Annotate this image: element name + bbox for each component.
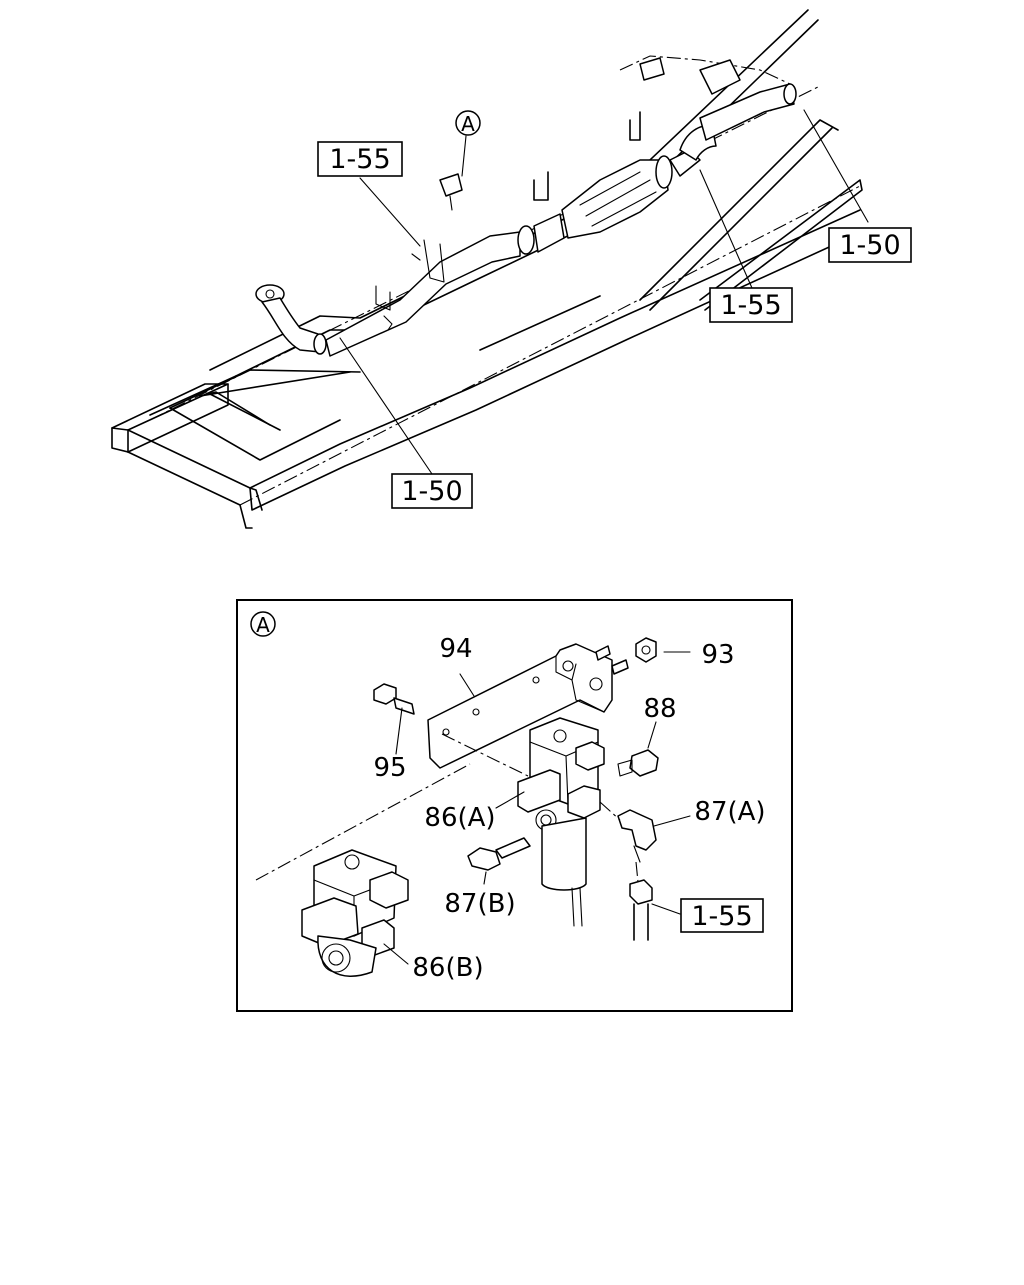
exhaust-joint-front bbox=[313, 333, 327, 355]
solenoid-valve-86a bbox=[517, 717, 605, 927]
fitting-88 bbox=[617, 749, 659, 777]
catalytic-converter bbox=[561, 159, 669, 239]
exhaust-pipe-assembly bbox=[255, 55, 797, 357]
ref-upper-right[interactable]: 1-50 bbox=[828, 227, 912, 263]
ref-upper-left[interactable]: 1-55 bbox=[317, 141, 403, 177]
callout-87a: 87(A) bbox=[694, 797, 765, 827]
valve-bracket-location bbox=[439, 173, 463, 197]
callout-88: 88 bbox=[643, 694, 676, 724]
ref-lower-left[interactable]: 1-50 bbox=[391, 473, 473, 509]
overview-detail-marker: A bbox=[455, 110, 481, 136]
alignment-line-pipe bbox=[635, 861, 639, 883]
chassis-frame bbox=[111, 9, 863, 529]
muffler-tube bbox=[699, 83, 795, 141]
ref-upper-right-label: 1-50 bbox=[839, 230, 900, 261]
pipe-fitting-lower bbox=[629, 879, 653, 941]
ref-mid-right-label: 1-55 bbox=[720, 290, 781, 321]
alignment-line-bracket bbox=[441, 733, 529, 777]
exhaust-joint-mid bbox=[517, 225, 535, 255]
bolt-95 bbox=[373, 683, 415, 715]
elbow-fitting-87a bbox=[617, 809, 657, 863]
overview-leaders bbox=[339, 109, 869, 475]
solenoid-valve-86b bbox=[301, 849, 409, 977]
overview-detail-marker-label: A bbox=[461, 112, 475, 136]
callout-87b: 87(B) bbox=[444, 889, 515, 919]
bracket-94 bbox=[427, 643, 613, 769]
detail-leaders bbox=[383, 651, 691, 965]
callout-86b: 86(B) bbox=[412, 953, 483, 983]
callout-94: 94 bbox=[439, 634, 472, 664]
callout-93: 93 bbox=[701, 640, 734, 670]
ref-upper-left-label: 1-55 bbox=[329, 144, 390, 175]
callout-95: 95 bbox=[373, 753, 406, 783]
ref-mid-right[interactable]: 1-55 bbox=[709, 287, 793, 323]
detail-a-marker: A bbox=[250, 611, 276, 637]
alignment-line-87a bbox=[599, 801, 621, 821]
alignment-line-86b bbox=[255, 763, 471, 881]
ref-detail-1-55[interactable]: 1-55 bbox=[680, 898, 764, 933]
fitting-87b bbox=[467, 837, 531, 871]
detail-a-marker-label: A bbox=[256, 613, 270, 637]
ref-detail-1-55-label: 1-55 bbox=[691, 901, 752, 932]
callout-86a: 86(A) bbox=[424, 803, 495, 833]
ref-lower-left-label: 1-50 bbox=[401, 476, 462, 507]
frame-lower-centerline bbox=[239, 185, 861, 506]
nut-93 bbox=[635, 637, 657, 663]
